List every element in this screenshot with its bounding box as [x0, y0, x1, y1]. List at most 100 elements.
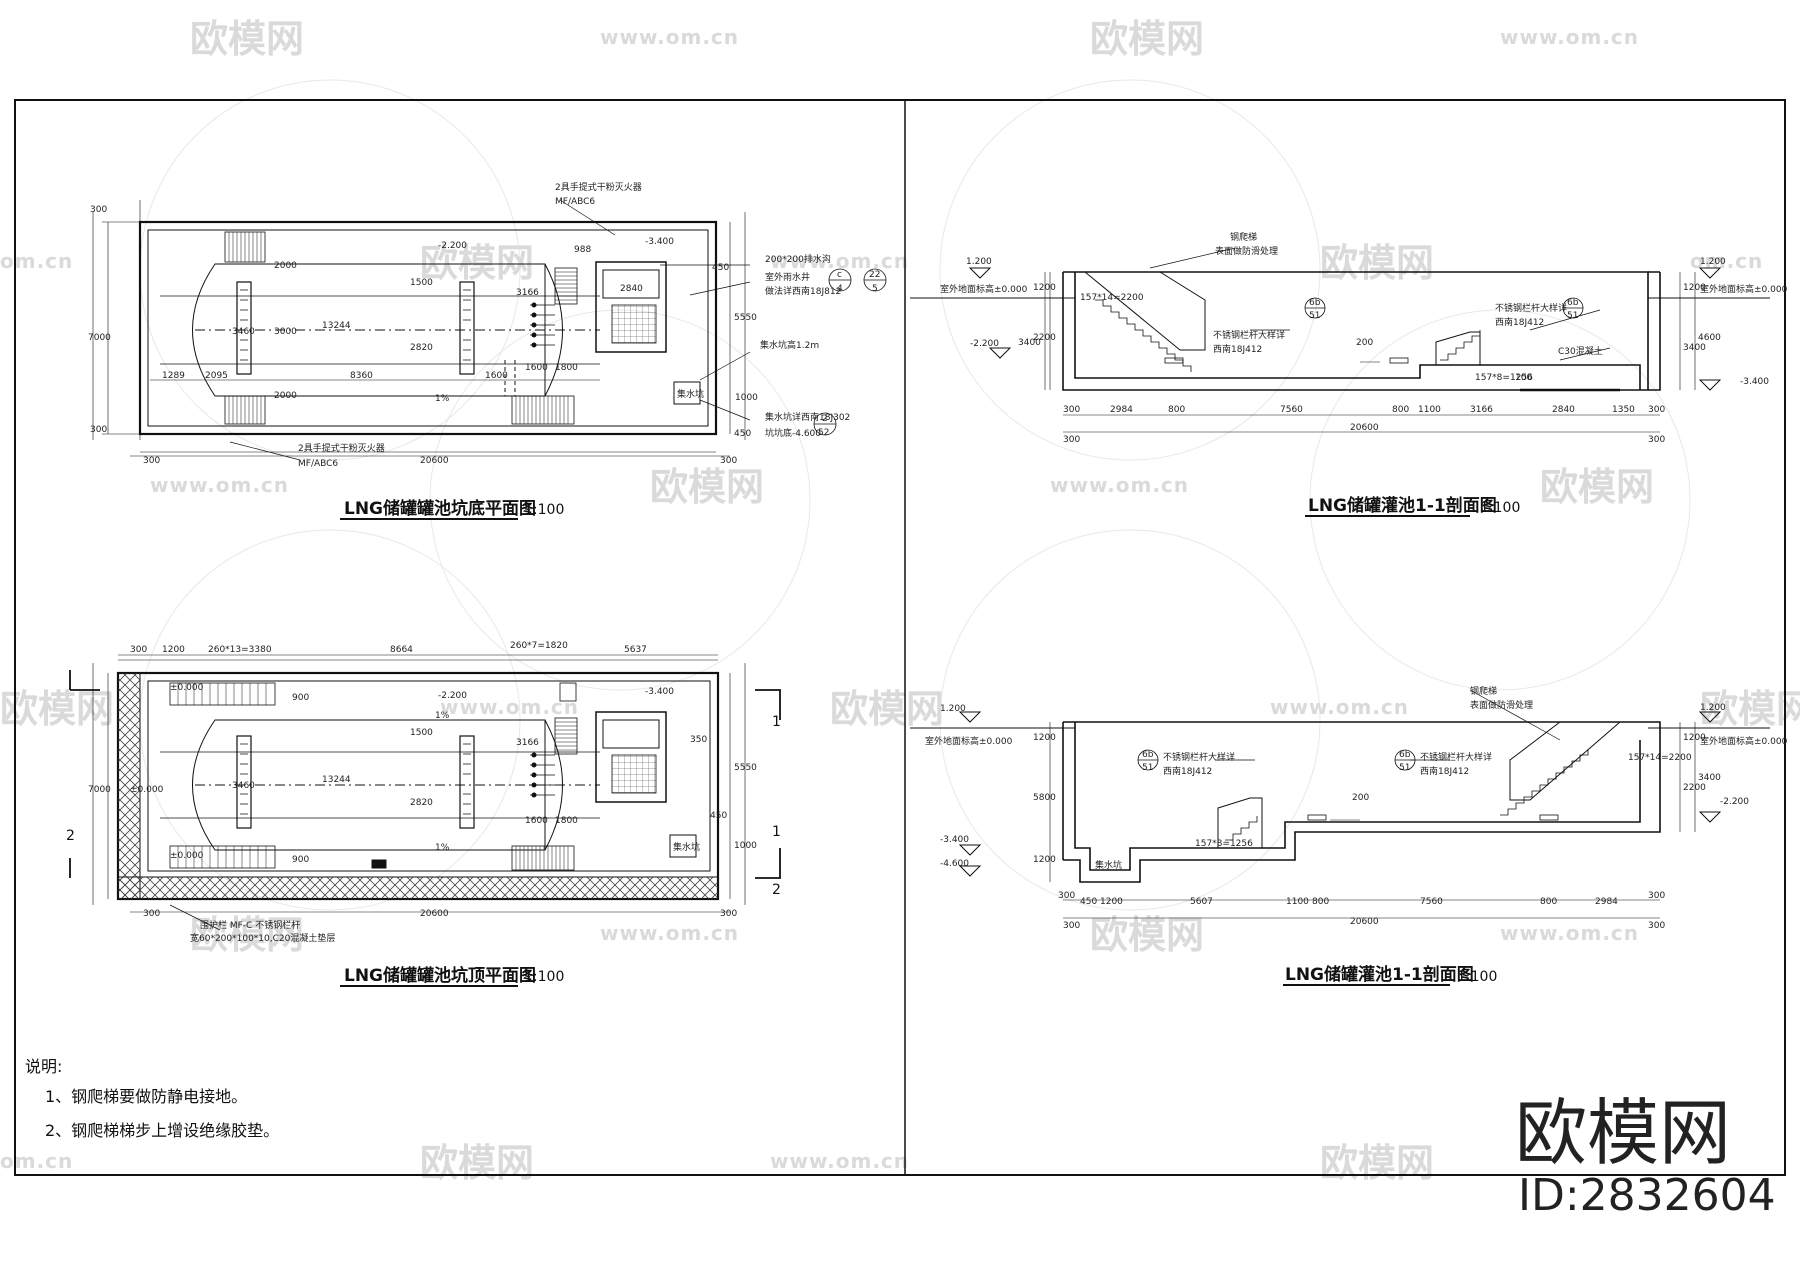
sb-d1200: 1200: [1100, 897, 1123, 907]
label-extinguisher-bottom-model: MF/ABC6: [298, 459, 338, 469]
label-top-level-mid: -2.200: [438, 691, 467, 701]
saddle-left: [236, 281, 252, 375]
sb-stair-dim: 157*14=2200: [1628, 753, 1692, 763]
dim-top-1800: 1800: [555, 816, 578, 826]
sb-ladder: 钢爬梯: [1470, 685, 1497, 697]
dim-2000b: 2000: [274, 391, 297, 401]
sa-lvl-m3400: -3.400: [1740, 377, 1769, 387]
dim-top-900b: 900: [292, 855, 309, 865]
sb-rail-b-spec: 西南18J412: [1420, 765, 1469, 777]
sb-rail-b-num: 51: [1399, 763, 1410, 773]
sb-right-ground: 室外地面标高±0.000: [1700, 735, 1788, 747]
stair-right-top: [554, 267, 578, 305]
section-b-title: LNG储罐灌池1-1剖面图: [1285, 964, 1474, 985]
dim-top-1600: 1600: [525, 816, 548, 826]
watermark-layer: 欧模网 www.om.cn 欧模网 www.om.cn 欧模网 www.om.c…: [0, 17, 1800, 1185]
section-marker-1b: 1: [772, 824, 781, 840]
dim-top-900a: 900: [292, 693, 309, 703]
sa-d2840: 2840: [1552, 405, 1575, 415]
sa-l300: 300: [1063, 435, 1080, 445]
sa-rail-b-ref: 6b: [1567, 298, 1579, 308]
section-marker-1a: 1: [772, 714, 781, 730]
plan-bottom: [92, 199, 887, 520]
sa-ladder-note: 表面做防滑处理: [1215, 245, 1278, 257]
label-drain-ref-5: 5: [872, 284, 878, 294]
sa-v3400b: 3400: [1683, 343, 1706, 353]
label-drain-ref-num: 4: [837, 284, 843, 294]
sb-v1200c: 1200: [1683, 733, 1706, 743]
label-drain-ref-22: 22: [869, 270, 880, 280]
label-sump-box: 集水坑: [677, 388, 704, 400]
sa-v1200a: 1200: [1033, 283, 1056, 293]
sb-d450: 450: [1080, 897, 1097, 907]
dim-5550: 5550: [734, 313, 757, 323]
sb-d800b: 800: [1540, 897, 1557, 907]
plan-top: [69, 654, 781, 987]
tank-outline-1: [192, 263, 546, 397]
label-top-level-top: -3.400: [645, 687, 674, 697]
watermark-url-6: www.om.cn: [150, 473, 289, 497]
dim-300t: 300: [90, 205, 107, 215]
dim-total: 20600: [420, 456, 449, 466]
sa-d3166: 3166: [1470, 405, 1493, 415]
sb-stair-dim2: 157*8=1256: [1195, 839, 1253, 849]
sa-concrete: C30混凝土: [1558, 345, 1603, 357]
watermark-brand-8: 欧模网: [830, 687, 944, 731]
pump-room: [595, 261, 667, 353]
section-b-texts: 钢爬梯 表面做防滑处理 1.200 室外地面标高±0.000 1.200 室外地…: [925, 685, 1788, 985]
saddle-right: [459, 281, 475, 375]
label-top-note-b: 宽60*200*100*10,C20混凝土垫层: [190, 932, 335, 944]
dim-top-450: 450: [710, 811, 727, 821]
sa-v200: 200: [1356, 338, 1373, 348]
resource-id: ID:2832604: [1518, 1170, 1776, 1221]
dim-1000: 1000: [735, 393, 758, 403]
plan-top-scale: 1:100: [524, 969, 564, 985]
sb-lvl-m3400: -3.400: [940, 835, 969, 845]
sb-v5800: 5800: [1033, 793, 1056, 803]
dim-988: 988: [574, 245, 591, 255]
sb-d2984: 2984: [1595, 897, 1618, 907]
watermark-brand-10: 欧模网: [190, 913, 304, 957]
sa-d800a: 800: [1168, 405, 1185, 415]
watermark-brand-7: 欧模网: [0, 687, 114, 731]
plan-bottom-texts: 2具手提式干粉灭火器 MF/ABC6 -3.400 -2.200 200*200…: [88, 181, 880, 519]
sa-rail-b-spec: 西南18J412: [1495, 316, 1544, 328]
label-extinguisher-top-model: MF/ABC6: [555, 197, 595, 207]
dim-7000: 7000: [88, 333, 111, 343]
sb-sump: 集水坑: [1095, 859, 1122, 871]
dim-1500: 1500: [410, 278, 433, 288]
dim-top-1000: 1000: [734, 841, 757, 851]
dim-top-1500: 1500: [410, 728, 433, 738]
label-top-slope-a: 1%: [435, 711, 450, 721]
dim-2840: 2840: [620, 284, 643, 294]
section-a-title: LNG储罐灌池1-1剖面图: [1308, 495, 1497, 516]
label-sump: 集水坑高1.2m: [760, 339, 819, 351]
sb-v3400: 3400: [1698, 773, 1721, 783]
watermark-url-7: www.om.cn: [1050, 473, 1189, 497]
notes-item-1: 1、钢爬梯要做防静电接地。: [45, 1087, 247, 1106]
dim-2095: 2095: [205, 371, 228, 381]
dim-2000a: 2000: [274, 261, 297, 271]
dim-1289: 1289: [162, 371, 185, 381]
section-a-scale: 1:100: [1480, 500, 1520, 516]
sa-rail-a-ref: 6b: [1309, 298, 1321, 308]
sb-ladder-note: 表面做防滑处理: [1470, 699, 1533, 711]
sa-left-ground: 室外地面标高±0.000: [940, 283, 1028, 295]
watermark-brand-5: 欧模网: [650, 465, 764, 509]
sb-left-level: 1.200: [940, 704, 966, 714]
watermark-url-5: om.cn: [1690, 249, 1763, 273]
plan-top-texts: 1200 260*13=3380 8664 260*7=1820 5637 30…: [66, 641, 781, 986]
sa-ladder: 钢爬梯: [1230, 231, 1257, 243]
label-drain-ref: c: [837, 270, 842, 280]
sa-total: 20600: [1350, 423, 1379, 433]
sb-d5607: 5607: [1190, 897, 1213, 907]
sa-lvl-m2200: -2.200: [970, 339, 999, 349]
sa-rail-a: 不锈钢栏杆大样详: [1213, 329, 1285, 341]
sa-rail-a-spec: 西南18J412: [1213, 343, 1262, 355]
dim-3000: 3000: [274, 327, 297, 337]
dim-450a: 450: [712, 263, 729, 273]
section-b: [910, 689, 1770, 986]
sa-left-level: 1.200: [966, 257, 992, 267]
plan-bottom-inner-wall: [147, 229, 709, 427]
sa-v3400: 3400: [1018, 338, 1041, 348]
